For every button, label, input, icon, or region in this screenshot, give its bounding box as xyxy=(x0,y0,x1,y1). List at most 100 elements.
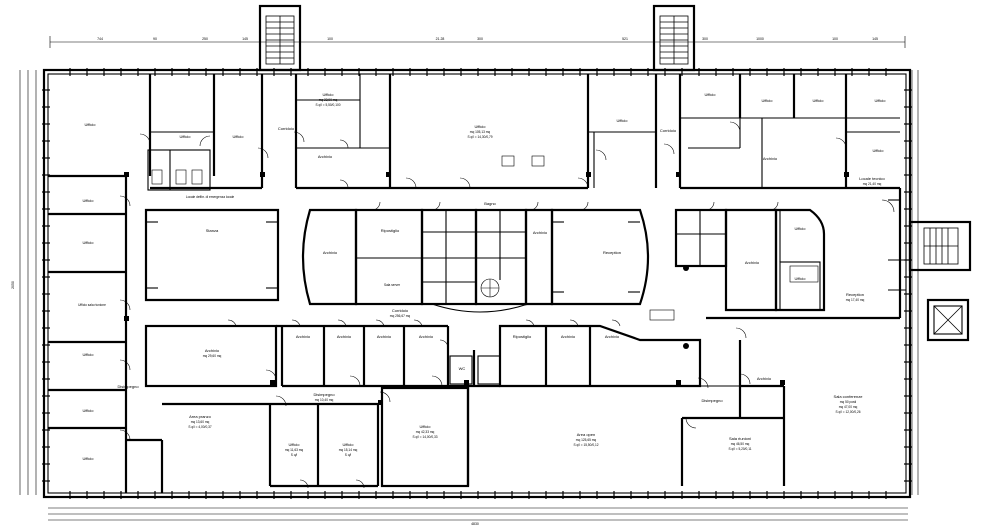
room-label: Archivio xyxy=(763,156,778,161)
room-label: Ripostiglio xyxy=(513,334,532,339)
east-block xyxy=(674,188,906,320)
room-sub: mq 47,00 mq xyxy=(839,405,858,409)
wc-fixture xyxy=(151,169,163,185)
room-label: Archivio xyxy=(205,348,220,353)
room-label: Locale tecnico xyxy=(859,176,885,181)
room-label: Archivio xyxy=(605,334,620,339)
room-label: Reception xyxy=(603,250,621,255)
building-shell xyxy=(42,68,912,499)
toilet-block-nw xyxy=(147,149,211,191)
room-label: Archivio xyxy=(296,334,311,339)
room-label: Ufficio sala riunione xyxy=(78,303,106,307)
room-area: mq 13,60 mq xyxy=(191,420,210,424)
stairwell-e xyxy=(908,220,972,272)
room-sub: S q/l = 4,00/0,37 xyxy=(188,425,212,429)
toilet-core-left xyxy=(420,208,478,306)
room-label: Ufficio xyxy=(704,92,716,97)
dim-top-seg: 100 xyxy=(832,37,838,41)
wc-box xyxy=(477,355,501,385)
north-row xyxy=(148,74,900,190)
room-area: mq 17,40 mq xyxy=(846,298,865,302)
room-label: Area pranzo xyxy=(189,414,212,419)
dim-bottom-overall: 4830 xyxy=(471,522,479,526)
room-sub: S q/l = 14,30/0,79 xyxy=(467,135,492,139)
archive-box xyxy=(779,261,821,311)
dim-top-seg: 250 xyxy=(202,37,208,41)
room-label: Reception xyxy=(846,292,864,297)
room-label: Archivio xyxy=(419,334,434,339)
stairwell-nw xyxy=(258,4,302,72)
room-label: Ufficio xyxy=(288,442,300,447)
room-label: Ufficio xyxy=(794,226,806,231)
stairwell-ne xyxy=(652,4,696,72)
toilet-core-right xyxy=(474,208,528,306)
perimeter-windows xyxy=(42,68,912,499)
dim-left-overall: 2050 xyxy=(11,281,15,289)
dim-top-overall: 21.28 xyxy=(436,37,445,41)
elevator-car xyxy=(933,305,963,335)
room-sub2: S q/l = 12,00/0,26 xyxy=(835,410,860,414)
stair-shaft xyxy=(652,4,696,72)
room-label: Ufficio xyxy=(322,92,334,97)
south-row xyxy=(144,324,786,488)
room-area: mq 50 posti xyxy=(840,400,857,404)
room-area: mq 256,67 mq xyxy=(390,314,411,318)
structural-columns xyxy=(124,155,849,405)
room-label: Archivio xyxy=(377,334,392,339)
room-label: Ufficio xyxy=(812,98,824,103)
wc-fixture xyxy=(175,169,187,185)
room-sub: S q/l = 14,00/0,33 xyxy=(412,435,437,439)
room-area: mq 46,50 mq xyxy=(731,442,750,446)
room-label: Ufficio xyxy=(761,98,773,103)
room-label: Ufficio xyxy=(82,240,94,245)
room-label: Archivio xyxy=(323,250,338,255)
room-label: Ufficio xyxy=(474,124,486,129)
dim-top-seg: 145 xyxy=(872,37,878,41)
stair-shaft xyxy=(258,4,302,72)
room-label: Ufficio xyxy=(82,456,94,461)
room-label: Corridoio xyxy=(278,126,295,131)
room-sub: S q/l = 15,50/0,12 xyxy=(573,443,598,447)
room-label: Sala conferenze xyxy=(834,394,864,399)
room-label: Ufficio xyxy=(82,352,94,357)
room-label: Ripostiglio xyxy=(381,228,400,233)
west-column xyxy=(48,174,164,493)
room-area: mq 42,33 mq xyxy=(416,430,435,434)
room-label: Archivio xyxy=(337,334,352,339)
room-label: Stanza xyxy=(206,228,219,233)
room-label: Corridoio xyxy=(392,308,409,313)
wc-box xyxy=(449,355,473,385)
room-label: Ufficio xyxy=(179,134,191,139)
room-label: Sala riunioni xyxy=(729,436,751,441)
dim-top-seg: 521 xyxy=(622,37,628,41)
room-area: mq 105,13 mq xyxy=(470,130,491,134)
dim-top-seg: 90 xyxy=(153,37,157,41)
central-island xyxy=(144,208,650,313)
room-label: Ufficio xyxy=(616,118,628,123)
room-sub: S q/l = 5,50/0,100 xyxy=(315,103,340,107)
room-sub: S q/l = 5,20/0,11 xyxy=(728,447,751,451)
room-label: Archivio xyxy=(745,260,760,265)
stair-shaft xyxy=(908,220,972,272)
room-label: Ufficio xyxy=(232,134,244,139)
dim-top-seg: 100 xyxy=(327,37,333,41)
room-label: Ufficio xyxy=(794,276,806,281)
room-label: Ufficio xyxy=(874,98,886,103)
dim-top-seg: 744 xyxy=(97,37,103,41)
room-label: Archivio xyxy=(318,154,333,159)
inner-wall xyxy=(47,73,907,494)
room-labels: Ufficio Ufficio Ufficio Corridoio Uffici… xyxy=(78,92,886,461)
outer-wall xyxy=(42,68,912,499)
room-label: Ufficio xyxy=(342,442,354,447)
room-label: Corridoio xyxy=(660,128,677,133)
elevator-shaft xyxy=(926,298,970,342)
room-area: mq 11,63 mq xyxy=(285,448,304,452)
dim-top-seg: 1000 xyxy=(756,37,764,41)
room-area: mq 21,40 mq xyxy=(863,182,882,186)
room-label: Ufficio xyxy=(82,198,94,203)
room-area: mq 10,40 mq xyxy=(315,398,334,402)
wc-fixture xyxy=(191,169,203,185)
room-label: Area open xyxy=(577,432,595,437)
elevator-e xyxy=(926,298,970,342)
